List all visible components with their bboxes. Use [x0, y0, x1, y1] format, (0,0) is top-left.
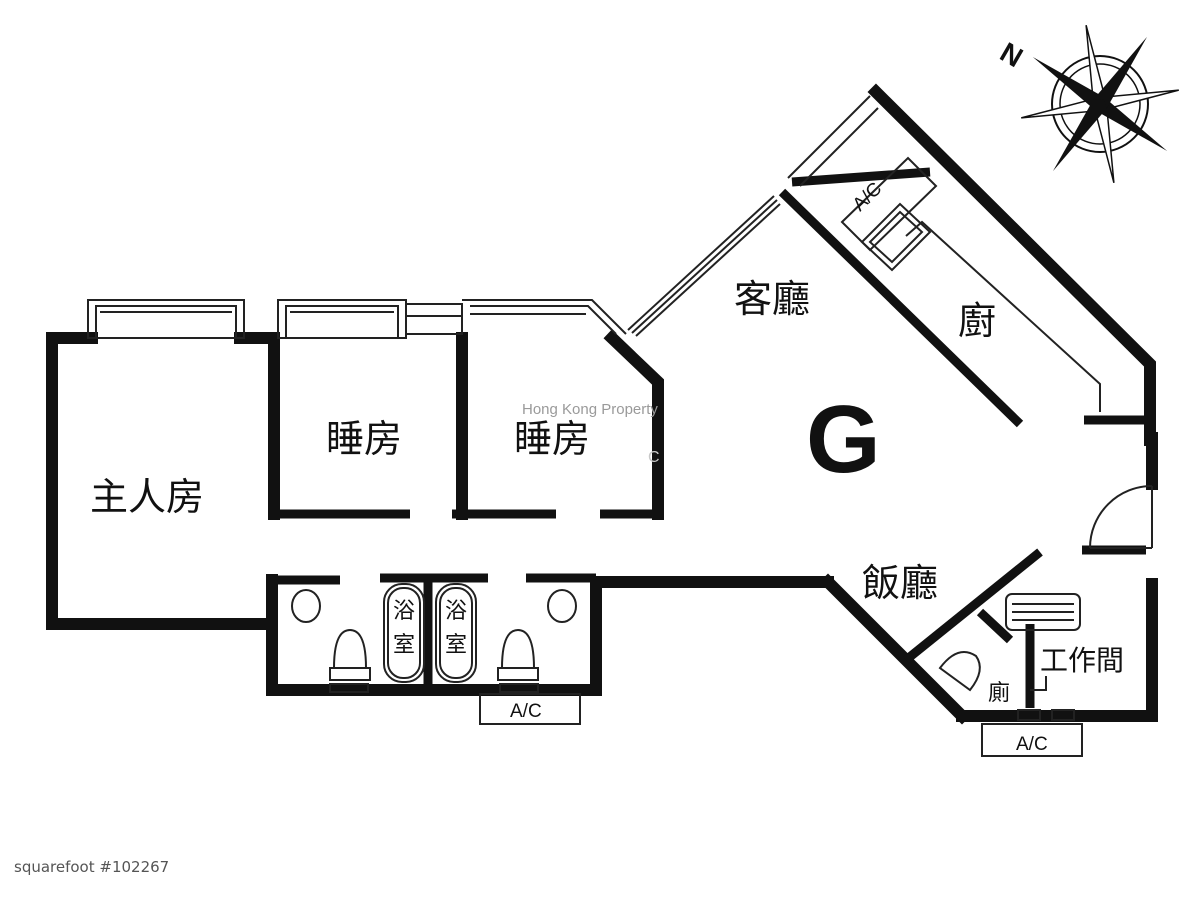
- bathroom-1-label-bottom: 室: [393, 633, 415, 658]
- windows: [87, 95, 1101, 412]
- master-bedroom-label: 主人房: [90, 475, 204, 519]
- dining-room-label: 飯廳: [862, 561, 938, 605]
- floor-grade-label: G: [806, 386, 881, 493]
- living-room-label: 客廳: [734, 277, 810, 321]
- kitchen-sink: [860, 202, 932, 272]
- interior-walls: [268, 167, 1146, 708]
- utility-ac-label: A/C: [1016, 734, 1048, 755]
- bathroom-2-label-top: 浴: [445, 599, 467, 624]
- bathroom-2-label-bottom: 室: [445, 633, 467, 658]
- bedroom-2-label: 睡房: [514, 417, 590, 461]
- toilet-label: 廁: [988, 681, 1010, 706]
- ac-units: [479, 156, 1083, 757]
- bathroom-1-label-top: 浴: [393, 599, 415, 624]
- utility-room-label: 工作間: [1040, 644, 1124, 677]
- exterior-walls: [46, 83, 1158, 725]
- watermark-text: Hong Kong Property: [522, 401, 658, 418]
- kitchen-label: 廚: [958, 299, 996, 343]
- bathroom-ac-label: A/C: [510, 701, 542, 722]
- north-label: N: [995, 36, 1028, 73]
- reference-id: squarefoot #102267: [14, 858, 169, 876]
- watermark-fragment: C: [648, 449, 660, 466]
- bathroom-fixtures: [291, 583, 1081, 721]
- entrance-door: [1089, 485, 1153, 549]
- compass-icon: [1021, 25, 1179, 183]
- bedroom-1-label: 睡房: [326, 417, 402, 461]
